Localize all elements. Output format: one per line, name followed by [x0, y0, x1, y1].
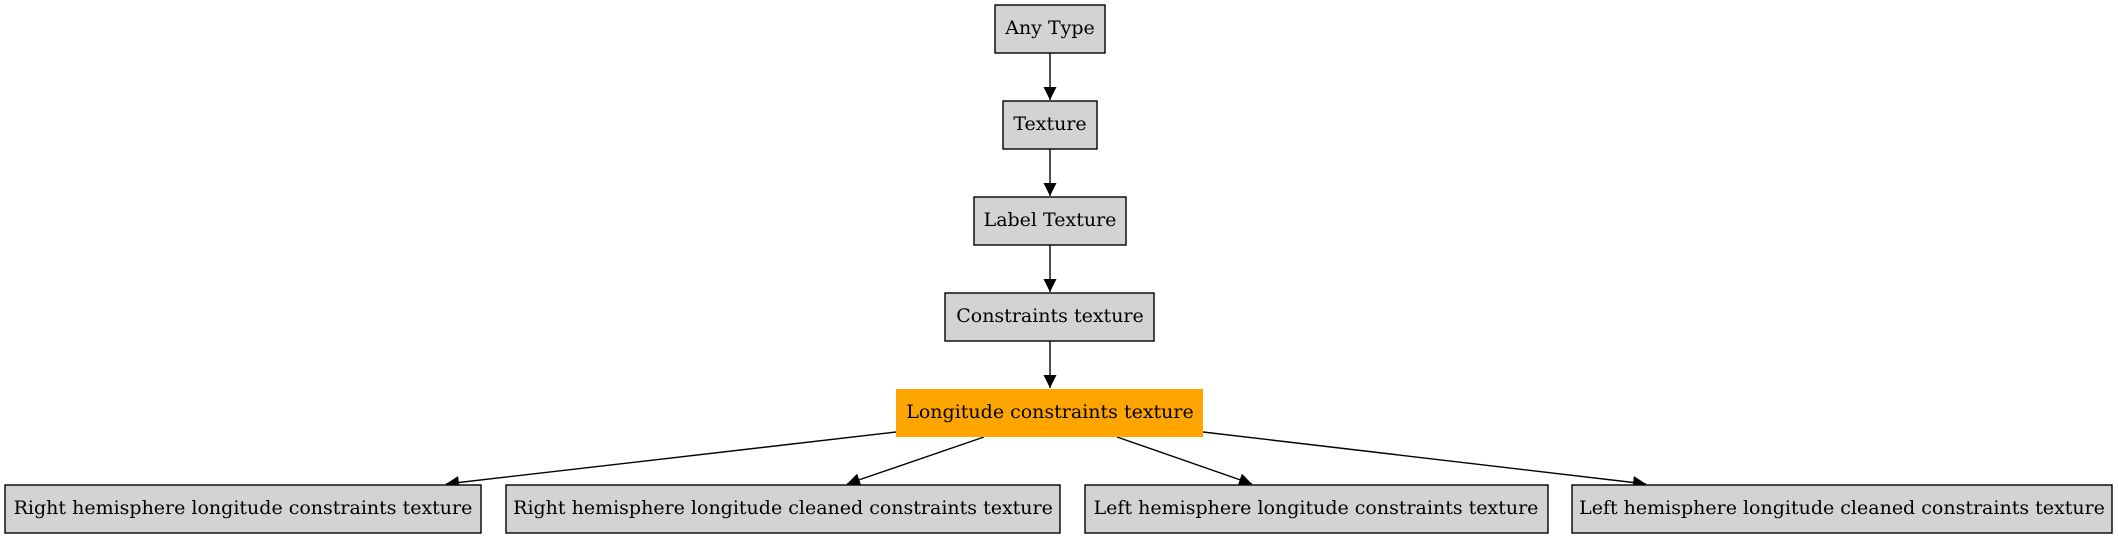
- node-box: [1571, 484, 2113, 534]
- node-box-highlighted: [896, 389, 1203, 437]
- edge-longitude-to-right-hemisphere-longitude-constraints: [445, 431, 897, 489]
- node-label: Label Texture: [984, 209, 1117, 231]
- node-label: Longitude constraints texture: [906, 401, 1194, 423]
- node-label: Any Type: [1004, 17, 1095, 39]
- node-label: Texture: [1013, 113, 1086, 135]
- node-box: [973, 196, 1127, 246]
- edge-longitude-to-right-hemisphere-longitude-cleaned-constraints: [846, 436, 985, 486]
- edges: [445, 53, 1647, 489]
- node-box: [1002, 100, 1098, 150]
- node-right-hemisphere-longitude-constraints-texture[interactable]: Right hemisphere longitude constraints t…: [4, 484, 482, 534]
- node-label-texture[interactable]: Label Texture: [973, 196, 1127, 246]
- edge-longitude-to-left-hemisphere-longitude-cleaned-constraints: [1202, 431, 1647, 489]
- node-left-hemisphere-longitude-constraints-texture[interactable]: Left hemisphere longitude constraints te…: [1084, 484, 1549, 534]
- node-right-hemisphere-longitude-cleaned-constraints-texture[interactable]: Right hemisphere longitude cleaned const…: [505, 484, 1061, 534]
- node-longitude-constraints-texture[interactable]: Longitude constraints texture: [896, 389, 1203, 437]
- node-label: Right hemisphere longitude cleaned const…: [513, 497, 1053, 519]
- node-texture[interactable]: Texture: [1002, 100, 1098, 150]
- node-box: [944, 292, 1155, 342]
- edge-longitude-to-left-hemisphere-longitude-constraints: [1116, 436, 1253, 486]
- node-box: [4, 484, 482, 534]
- node-label: Right hemisphere longitude constraints t…: [14, 497, 473, 519]
- node-box: [505, 484, 1061, 534]
- node-label: Left hemisphere longitude constraints te…: [1094, 497, 1539, 519]
- node-left-hemisphere-longitude-cleaned-constraints-texture[interactable]: Left hemisphere longitude cleaned constr…: [1571, 484, 2113, 534]
- node-constraints-texture[interactable]: Constraints texture: [944, 292, 1155, 342]
- node-any-type[interactable]: Any Type: [994, 4, 1106, 54]
- node-box: [994, 4, 1106, 54]
- node-box: [1084, 484, 1549, 534]
- node-label: Constraints texture: [956, 305, 1144, 327]
- node-label: Left hemisphere longitude cleaned constr…: [1579, 497, 2105, 519]
